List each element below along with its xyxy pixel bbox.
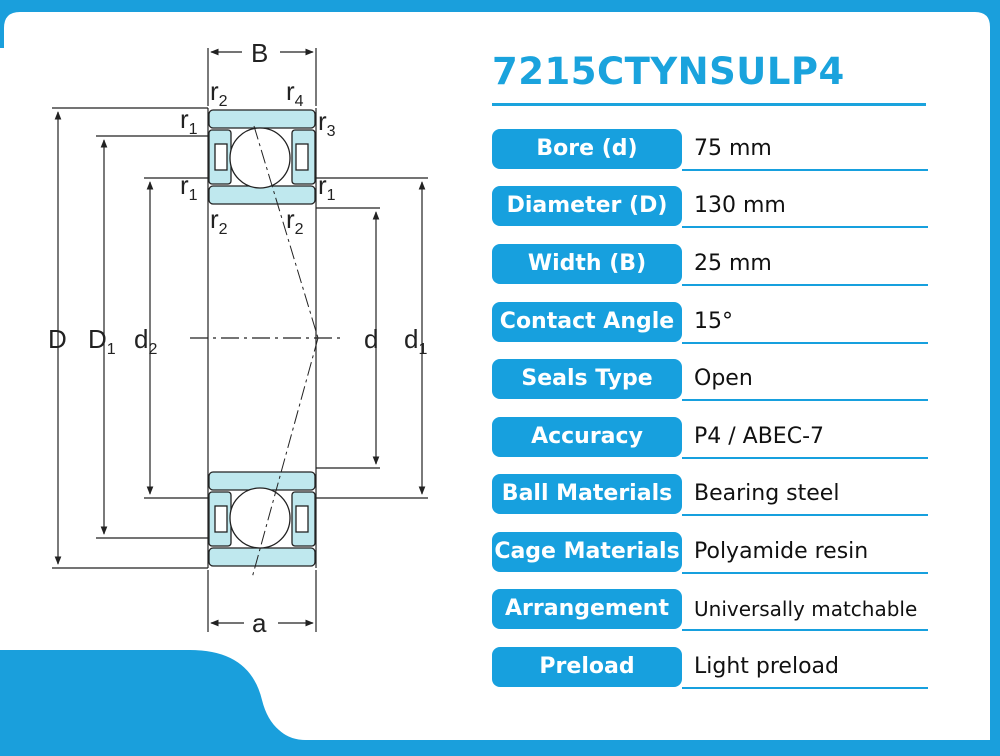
label-d1: d1 [404, 324, 427, 358]
radius-label-r2-bottom-left: r2 [210, 204, 228, 238]
radius-label-r3: r3 [318, 106, 336, 140]
spec-value: Open [694, 366, 753, 391]
spec-value: 15° [694, 309, 733, 334]
row-divider [682, 572, 928, 574]
bearing-cross-section-diagram: B a D D1 d2 d d1 r2 r4 r1 r3 r1 r1 r2 r2 [48, 38, 428, 638]
row-divider [682, 399, 928, 401]
spec-label: Preload [492, 647, 682, 687]
spec-row-bore: Bore (d) 75 mm [492, 129, 928, 173]
spec-row-seals-type: Seals Type Open [492, 359, 928, 403]
spec-label: Bore (d) [492, 129, 682, 169]
row-divider [682, 169, 928, 171]
row-divider [682, 226, 928, 228]
outer-diameter-label-D: D [48, 324, 67, 354]
product-model-title: 7215CTYNSULP4 [492, 50, 845, 93]
spec-value: 75 mm [694, 136, 772, 161]
spec-label: Arrangement [492, 589, 682, 629]
row-divider [682, 457, 928, 459]
spec-value: Universally matchable [694, 597, 918, 621]
spec-row-width: Width (B) 25 mm [492, 244, 928, 288]
spec-value: Light preload [694, 654, 839, 679]
load-center-label-a: a [252, 608, 267, 638]
radius-label-r1-upper-left: r1 [180, 104, 198, 138]
title-underline [492, 103, 926, 106]
spec-value: 25 mm [694, 251, 772, 276]
bore-label-d: d [364, 324, 378, 354]
spec-value: Bearing steel [694, 481, 840, 506]
spec-row-ball-materials: Ball Materials Bearing steel [492, 474, 928, 518]
spec-row-accuracy: Accuracy P4 / ABEC-7 [492, 417, 928, 461]
spec-label: Ball Materials [492, 474, 682, 514]
radius-label-r1-right: r1 [318, 170, 336, 204]
row-divider [682, 687, 928, 689]
radius-label-r2-bottom-right: r2 [286, 204, 304, 238]
spec-row-contact-angle: Contact Angle 15° [492, 302, 928, 346]
spec-row-cage-materials: Cage Materials Polyamide resin [492, 532, 928, 576]
radius-label-r4: r4 [286, 76, 304, 110]
spec-row-diameter: Diameter (D) 130 mm [492, 186, 928, 230]
row-divider [682, 342, 928, 344]
row-divider [682, 284, 928, 286]
spec-label: Seals Type [492, 359, 682, 399]
spec-value: Polyamide resin [694, 539, 869, 564]
radius-label-r1-lower-left: r1 [180, 170, 198, 204]
label-D1: D1 [88, 324, 116, 358]
spec-value: P4 / ABEC-7 [694, 424, 825, 449]
spec-row-arrangement: Arrangement Universally matchable [492, 589, 928, 633]
spec-label: Diameter (D) [492, 186, 682, 226]
row-divider [682, 514, 928, 516]
label-d2: d2 [134, 324, 157, 358]
width-label-B: B [251, 38, 268, 68]
radius-label-r2-top-left: r2 [210, 76, 228, 110]
spec-label: Cage Materials [492, 532, 682, 572]
row-divider [682, 629, 928, 631]
spec-label: Width (B) [492, 244, 682, 284]
spec-row-preload: Preload Light preload [492, 647, 928, 691]
spec-label: Contact Angle [492, 302, 682, 342]
spec-label: Accuracy [492, 417, 682, 457]
spec-value: 130 mm [694, 193, 786, 218]
